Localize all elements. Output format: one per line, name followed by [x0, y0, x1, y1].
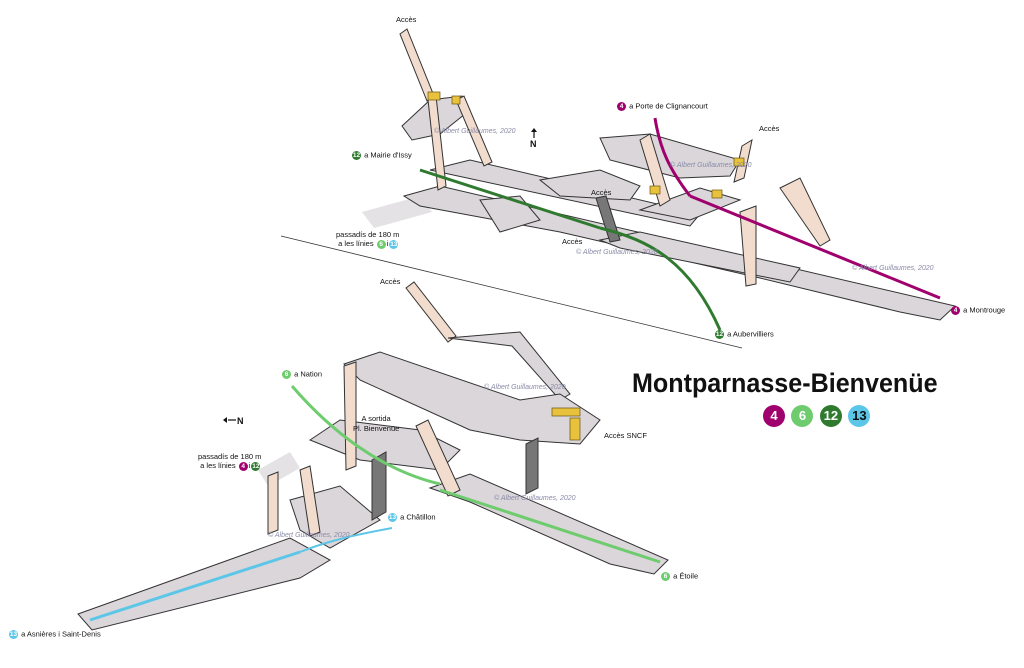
upper-dir-12-east: 12 a Aubervilliers	[714, 330, 774, 339]
lower-dark-wall-a	[525, 437, 539, 495]
line-12-badge: 12	[715, 330, 724, 339]
line-4-badge: 4	[238, 461, 248, 471]
upper-stairs-1	[427, 91, 441, 101]
lower-platform-6	[428, 473, 669, 575]
line-13-badge: 13	[9, 630, 18, 639]
line-6-curve	[290, 385, 441, 486]
lower-dir-13-chatillon: 13 a Châtillon	[387, 513, 436, 522]
lower-acces-sncf: Accès SNCF	[604, 431, 647, 440]
passage-line1: passadís de 180 m	[198, 452, 262, 461]
line-6-badge: 6	[376, 239, 386, 249]
line-13-branch	[299, 527, 393, 553]
upper-stairs-3	[649, 185, 661, 195]
lower-view-structure	[77, 281, 669, 631]
upper-copyright-3: © Albert Guillaumes, 2020	[576, 249, 658, 256]
lower-copyright-3: © Albert Guillaumes, 2020	[268, 532, 350, 539]
line-12-badge: 12	[352, 151, 361, 160]
lower-acces-top: Accès	[380, 277, 401, 286]
upper-shaft-e	[639, 133, 671, 207]
direction-label: a Porte de Clignancourt	[629, 101, 708, 111]
line-badge-6: 6	[791, 405, 814, 427]
exit-line2: Pl. Bienvenüe	[353, 423, 400, 433]
upper-dir-4-south: 4 a Montrouge	[950, 306, 1005, 315]
upper-stairs-2	[451, 95, 461, 105]
upper-acces-mid: Accès	[591, 188, 612, 197]
lower-dir-13-asnieres: 13 a Asnières i Saint-Denis	[8, 630, 101, 639]
line-12-curve	[599, 226, 722, 331]
lower-north-label: N	[237, 416, 244, 426]
upper-dir-4-north: 4 a Porte de Clignancourt	[616, 102, 708, 111]
upper-shaft-b	[455, 95, 493, 167]
lower-access-shaft	[405, 281, 457, 343]
lower-dir-6-etoile: 6 a Étoile	[660, 572, 698, 581]
lower-concourse	[343, 351, 601, 445]
line-badge-12: 12	[819, 405, 842, 427]
upper-copyright-4: © Albert Guillaumes, 2020	[852, 265, 934, 272]
upper-north-label: N	[530, 139, 537, 149]
upper-shaft-c	[779, 177, 831, 247]
line-6-badge: 6	[661, 572, 670, 581]
upper-passage-fade	[362, 196, 432, 228]
passage-line1: passadís de 180 m	[336, 230, 400, 239]
lower-shaft-b	[267, 471, 279, 535]
upper-acces-low: Accès	[562, 237, 583, 246]
lower-shaft-d	[415, 419, 461, 497]
direction-label: a Aubervilliers	[727, 329, 774, 339]
direction-label: a Châtillon	[400, 512, 436, 522]
direction-label: a Mairie d'Issy	[364, 150, 412, 160]
line-12-badge: 12	[251, 461, 261, 471]
upper-access-shaft	[399, 28, 435, 102]
upper-corridor-2	[598, 231, 801, 283]
upper-concourse-right	[599, 133, 741, 179]
direction-label: a Asnières i Saint-Denis	[21, 629, 101, 639]
line-13-track	[89, 550, 301, 622]
lower-shaft-c	[299, 465, 321, 537]
line-4-badge: 4	[617, 102, 626, 111]
upper-stairs-5	[733, 157, 745, 167]
lower-dark-wall-b	[371, 451, 387, 521]
line-4-badge: 4	[951, 306, 960, 315]
upper-stairs-4	[711, 189, 723, 199]
lower-passage-fade	[258, 452, 300, 486]
lower-copyright-2: © Albert Guillaumes, 2020	[494, 495, 576, 502]
direction-label: a Étoile	[673, 571, 699, 581]
exit-line1: A sortida	[361, 414, 391, 423]
station-title: Montparnasse-Bienvenüe	[632, 368, 938, 398]
lower-copyright-1: © Albert Guillaumes, 2020	[484, 384, 566, 391]
upper-acces-top: Accès	[396, 15, 417, 24]
line-13-badge: 13	[389, 239, 399, 249]
upper-concourse-mid	[538, 169, 641, 201]
lower-dir-6-nation: 6 a Nation	[281, 370, 322, 379]
direction-label: a Montrouge	[963, 305, 1006, 315]
line-6-track	[439, 488, 661, 564]
view-divider	[280, 235, 743, 349]
line-badge-4: 4	[763, 405, 785, 427]
line-4-curve	[653, 117, 692, 197]
line-badge-13: 13	[848, 405, 871, 427]
upper-view-structure	[362, 28, 957, 331]
lower-stairs-1	[551, 407, 581, 417]
line-13-badge: 13	[388, 513, 397, 522]
lower-exit-label: A sortida Pl. Bienvenüe	[353, 414, 399, 434]
upper-shaft-d	[739, 205, 757, 287]
line-badges: 4 6 12 13	[763, 405, 872, 429]
line-12-track	[419, 168, 601, 230]
upper-dir-12-west: 12 a Mairie d'Issy	[351, 151, 412, 160]
lower-stairs-2	[569, 417, 581, 441]
line-4-track	[689, 194, 941, 300]
direction-label: a Nation	[294, 369, 323, 379]
upper-copyright-1: © Albert Guillaumes, 2020	[434, 128, 516, 135]
line-6-badge: 6	[282, 370, 291, 379]
upper-copyright-2: © Albert Guillaumes, 2020	[670, 162, 752, 169]
upper-acces-right: Accès	[759, 124, 780, 133]
